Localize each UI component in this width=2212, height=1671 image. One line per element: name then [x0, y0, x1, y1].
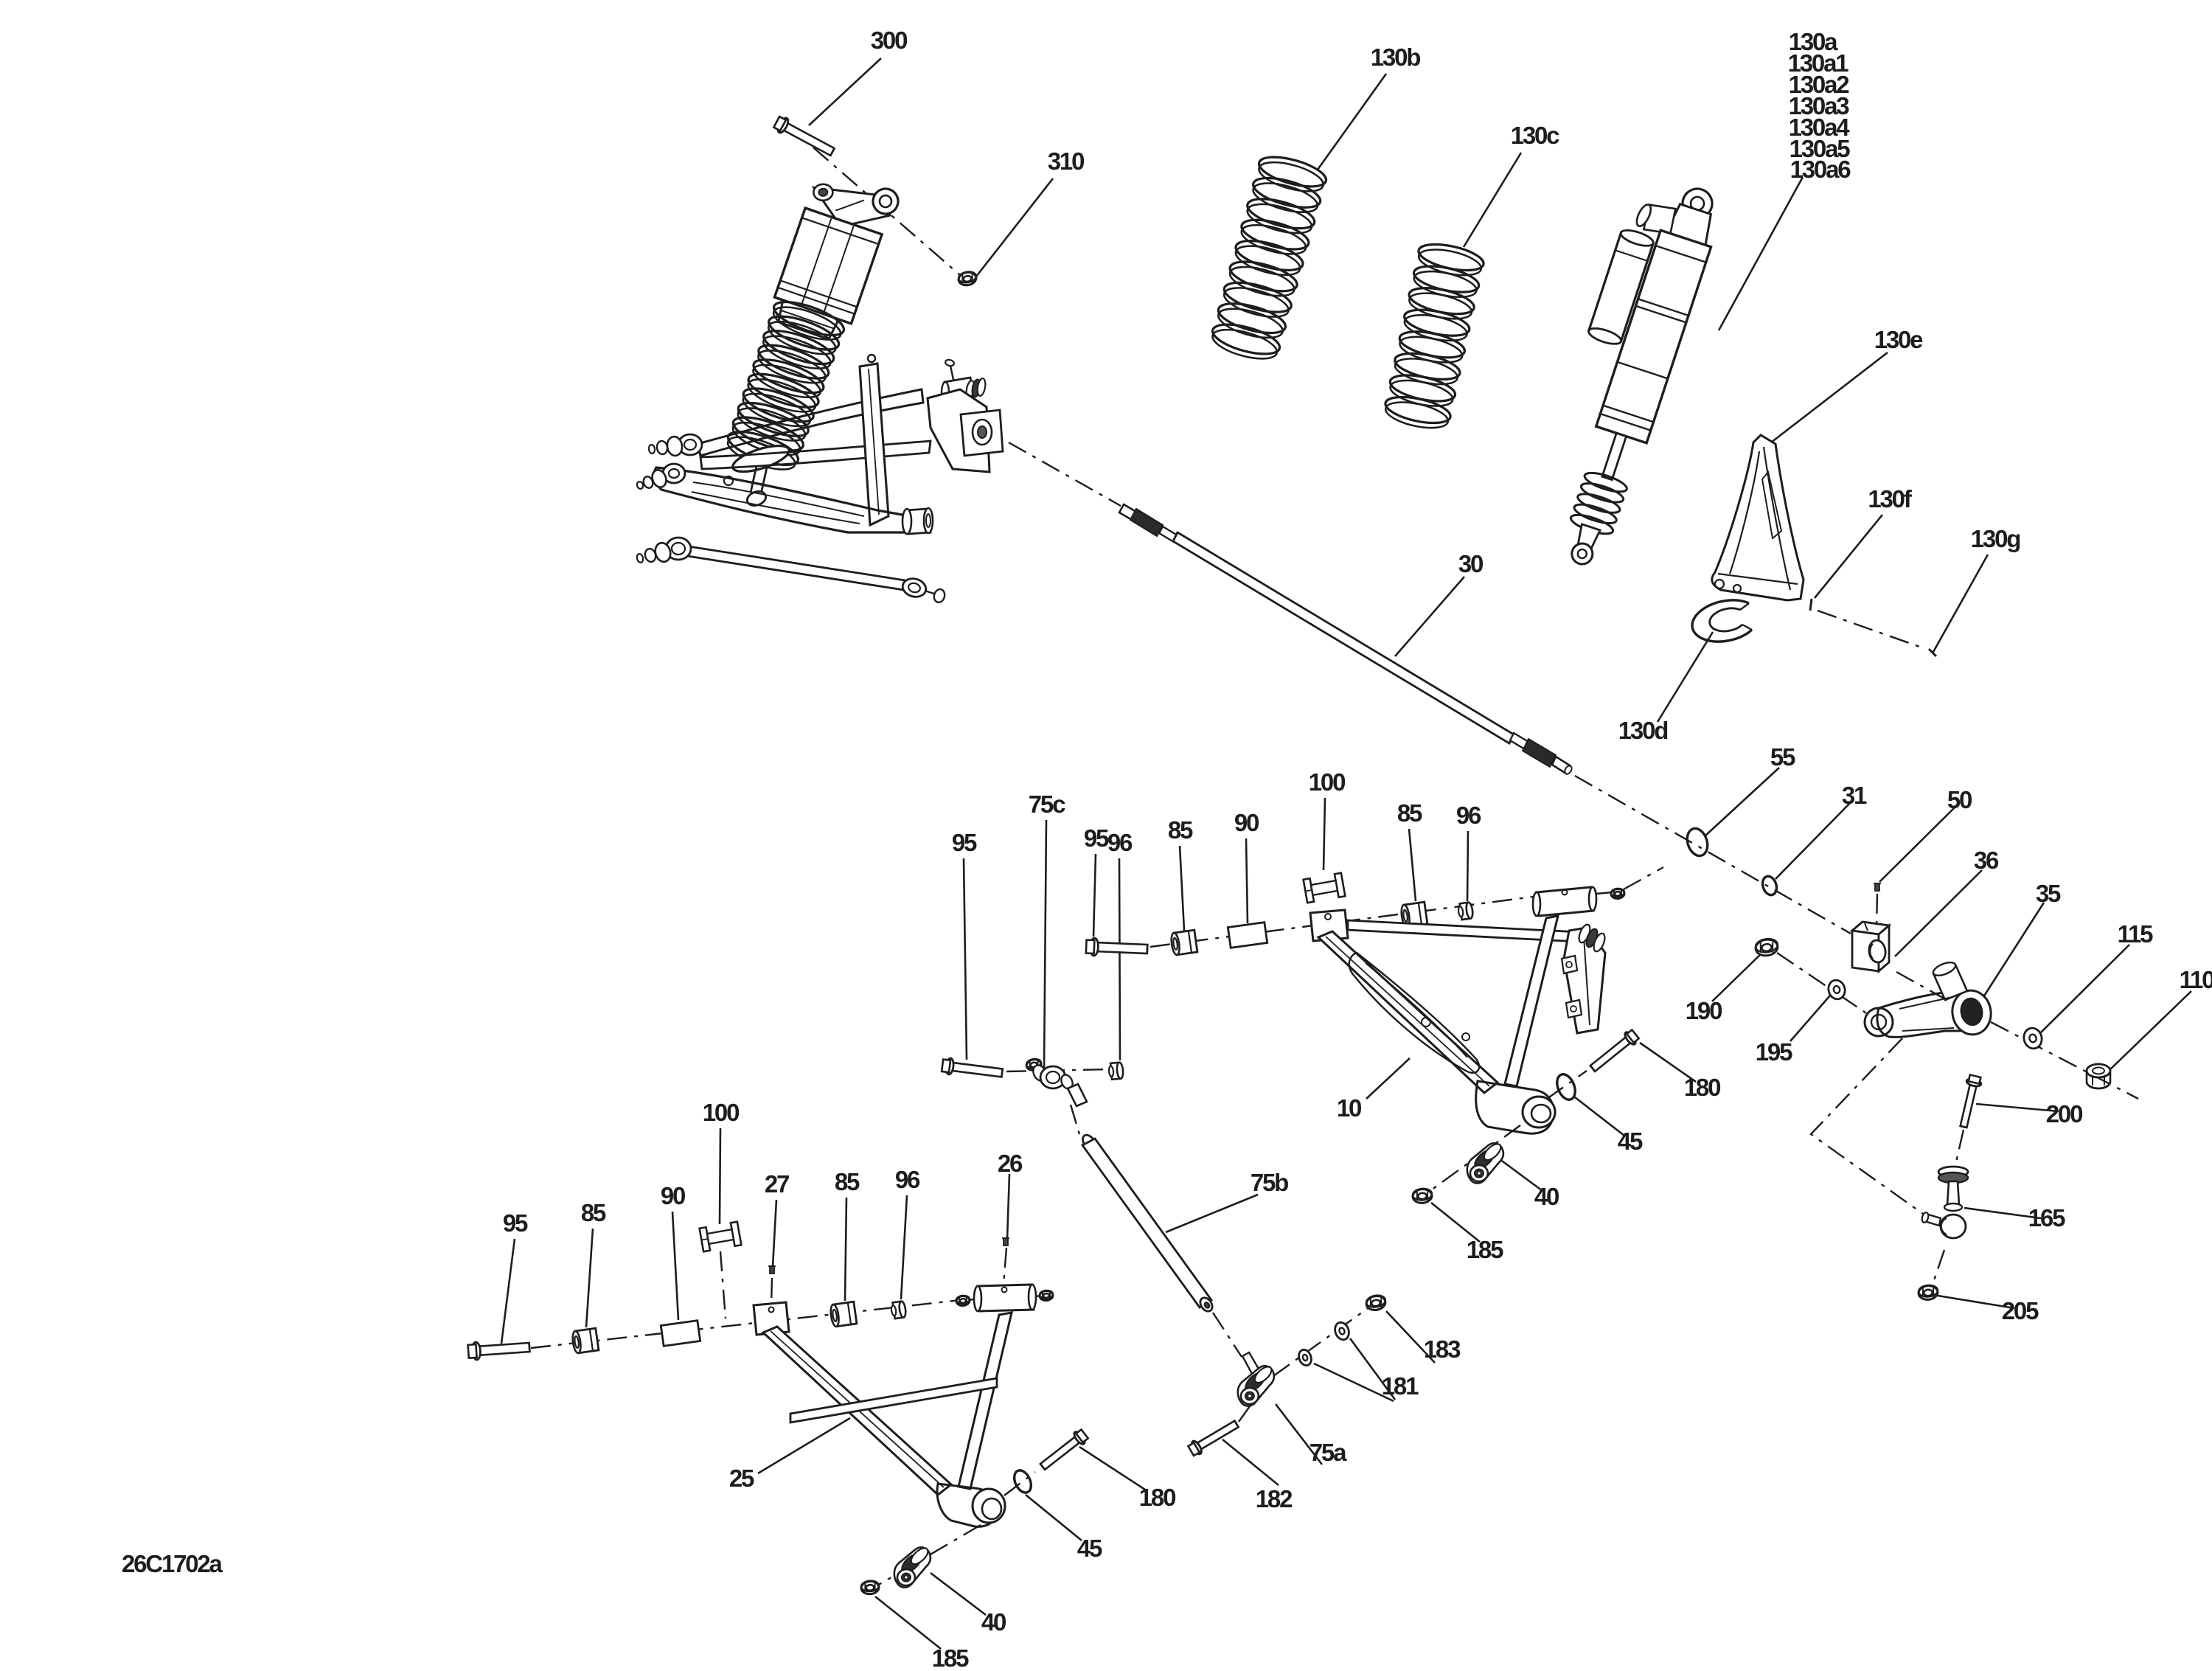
svg-text:100: 100 — [1309, 768, 1345, 796]
svg-text:26C1702a: 26C1702a — [122, 1550, 223, 1577]
svg-text:310: 310 — [1048, 147, 1084, 175]
svg-text:96: 96 — [895, 1166, 920, 1193]
svg-text:130a4: 130a4 — [1789, 114, 1851, 141]
svg-text:36: 36 — [1974, 847, 1999, 874]
svg-text:40: 40 — [981, 1608, 1006, 1636]
svg-text:130c: 130c — [1511, 122, 1559, 149]
svg-text:96: 96 — [1107, 829, 1133, 856]
svg-text:25: 25 — [729, 1465, 754, 1492]
svg-text:95: 95 — [1084, 824, 1109, 852]
svg-text:185: 185 — [1467, 1236, 1503, 1263]
svg-text:85: 85 — [1397, 799, 1422, 827]
svg-text:130f: 130f — [1868, 485, 1912, 513]
svg-text:100: 100 — [703, 1099, 739, 1126]
svg-text:50: 50 — [1947, 786, 1972, 813]
svg-text:185: 185 — [932, 1644, 969, 1671]
svg-text:40: 40 — [1534, 1183, 1559, 1210]
svg-text:130a: 130a — [1789, 28, 1838, 55]
svg-text:130a2: 130a2 — [1789, 71, 1850, 98]
svg-text:10: 10 — [1337, 1094, 1361, 1122]
svg-text:85: 85 — [1168, 816, 1193, 844]
svg-text:165: 165 — [2028, 1204, 2065, 1231]
svg-text:95: 95 — [952, 829, 977, 856]
svg-text:130e: 130e — [1874, 326, 1923, 353]
svg-text:30: 30 — [1458, 550, 1483, 577]
svg-text:90: 90 — [1234, 809, 1259, 836]
svg-text:130a3: 130a3 — [1789, 92, 1850, 119]
svg-text:182: 182 — [1256, 1485, 1293, 1512]
svg-text:130g: 130g — [1971, 525, 2020, 552]
svg-text:130a5: 130a5 — [1790, 135, 1851, 162]
svg-text:190: 190 — [1686, 997, 1722, 1024]
svg-text:130a6: 130a6 — [1790, 156, 1851, 183]
svg-text:130d: 130d — [1618, 717, 1667, 744]
svg-text:95: 95 — [503, 1209, 528, 1237]
svg-text:31: 31 — [1842, 782, 1867, 809]
svg-text:181: 181 — [1382, 1372, 1419, 1400]
svg-text:90: 90 — [661, 1182, 685, 1209]
svg-text:180: 180 — [1139, 1484, 1175, 1511]
svg-text:55: 55 — [1770, 743, 1795, 771]
svg-text:300: 300 — [871, 27, 907, 54]
svg-text:205: 205 — [2002, 1297, 2039, 1324]
svg-text:195: 195 — [1756, 1038, 1792, 1066]
svg-text:75b: 75b — [1251, 1169, 1288, 1196]
svg-text:35: 35 — [2036, 880, 2061, 907]
svg-text:85: 85 — [835, 1168, 860, 1195]
svg-text:96: 96 — [1456, 802, 1481, 829]
svg-text:27: 27 — [765, 1170, 789, 1198]
svg-text:45: 45 — [1077, 1535, 1102, 1562]
svg-text:200: 200 — [2046, 1100, 2082, 1128]
svg-text:26: 26 — [998, 1150, 1023, 1177]
svg-text:75a: 75a — [1310, 1439, 1347, 1466]
svg-text:45: 45 — [1618, 1128, 1643, 1155]
svg-text:130b: 130b — [1371, 44, 1420, 71]
svg-text:115: 115 — [2118, 920, 2153, 948]
svg-text:75c: 75c — [1029, 791, 1065, 818]
svg-text:183: 183 — [1424, 1335, 1461, 1363]
svg-text:130a1: 130a1 — [1788, 49, 1849, 77]
svg-text:110: 110 — [2180, 966, 2212, 993]
svg-text:85: 85 — [581, 1199, 606, 1226]
svg-text:180: 180 — [1684, 1074, 1720, 1101]
